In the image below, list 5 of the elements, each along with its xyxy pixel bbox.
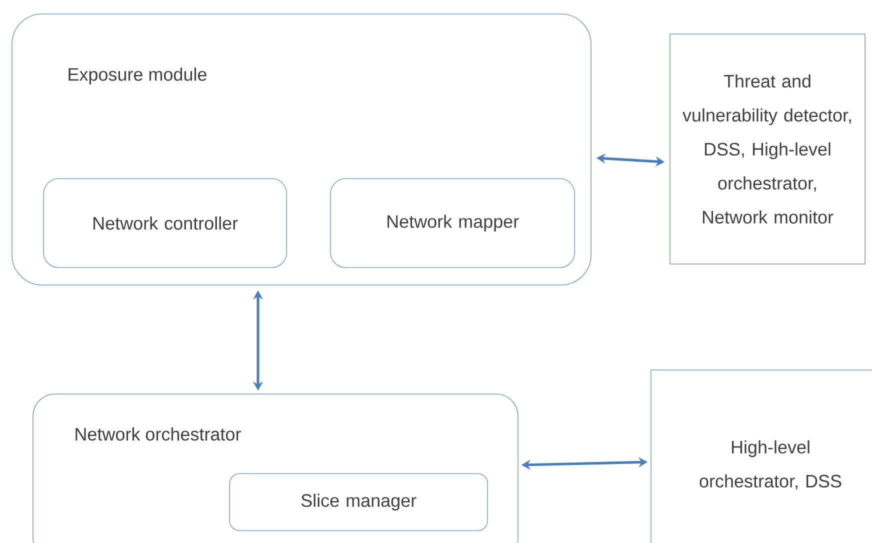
component-box: Network controller	[43, 178, 287, 268]
system-box: High-level orchestrator, DSS	[650, 370, 872, 543]
component-box: Slice manager	[229, 473, 488, 531]
system-box: Threat and vulnerability detector, DSS, High-level orchestrator, Network monitor	[670, 34, 866, 264]
component-box: Network mapper	[330, 178, 575, 268]
